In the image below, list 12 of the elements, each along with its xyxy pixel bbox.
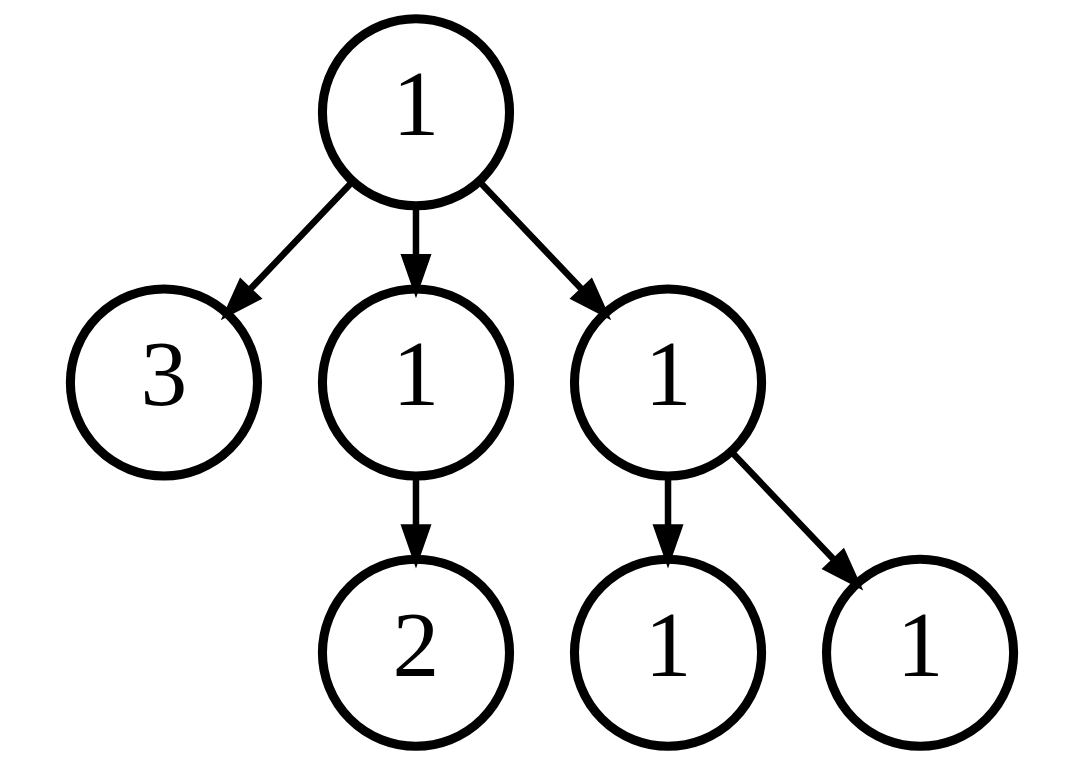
node-circle: 1 <box>821 554 1018 751</box>
arrow <box>400 476 431 569</box>
arrow <box>652 476 683 569</box>
arrow <box>476 179 611 321</box>
arrow <box>220 179 355 321</box>
node-circle: 1 <box>569 284 766 481</box>
node-circle: 2 <box>317 554 514 751</box>
node-circle: 3 <box>65 284 262 481</box>
arrow <box>728 449 863 591</box>
node-circle: 1 <box>569 554 766 751</box>
node-circle: 1 <box>317 14 514 211</box>
node-circle: 1 <box>317 284 514 481</box>
